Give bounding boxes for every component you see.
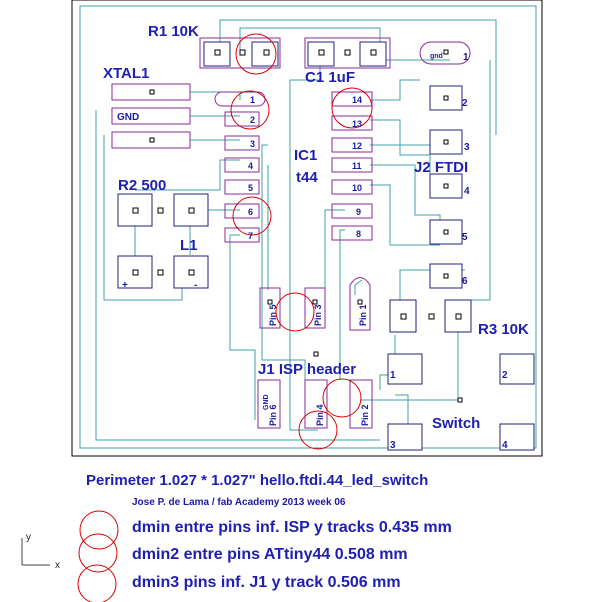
ic-pin-10: 10 bbox=[352, 183, 362, 193]
note-1: dmin entre pins inf. ISP y tracks 0.435 … bbox=[132, 519, 452, 536]
switch-pads bbox=[387, 353, 535, 451]
isp-pin-6: Pin 6 bbox=[268, 404, 278, 426]
ic-pin-8: 8 bbox=[356, 229, 361, 239]
ic-pin-14: 14 bbox=[352, 95, 362, 105]
ic-pin-5: 5 bbox=[248, 183, 253, 193]
clearance-rings bbox=[230, 33, 373, 450]
ftdi-pin-3: 3 bbox=[464, 142, 470, 153]
l1-footprint bbox=[117, 255, 209, 289]
switch-pin-2: 2 bbox=[502, 370, 508, 381]
ic1-left-pins bbox=[214, 91, 266, 243]
ftdi-pin-1: 1 bbox=[463, 52, 469, 63]
label-xtal: XTAL1 bbox=[103, 65, 149, 82]
label-r2: R2 500 bbox=[118, 177, 166, 194]
label-t44: t44 bbox=[296, 169, 318, 186]
ic-pin-11: 11 bbox=[352, 161, 362, 171]
ic-pin-9: 9 bbox=[356, 207, 361, 217]
author-text: Jose P. de Lama / fab Academy 2013 week … bbox=[132, 497, 346, 508]
isp-pin-1: Pin 1 bbox=[358, 304, 368, 326]
isp-pin-4: Pin 4 bbox=[315, 404, 325, 426]
ftdi-pin-2: 2 bbox=[462, 98, 468, 109]
r2-footprint bbox=[117, 193, 209, 227]
note-3: dmin3 pins inf. J1 y track 0.506 mm bbox=[132, 574, 401, 591]
note-ring-2 bbox=[78, 533, 118, 573]
isp-gnd-label: GND bbox=[263, 394, 270, 410]
ftdi-pin-6: 6 bbox=[462, 276, 468, 287]
label-gnd-small: gnd bbox=[430, 53, 443, 60]
label-l1: L1 bbox=[180, 237, 198, 254]
switch-pin-1: 1 bbox=[390, 370, 396, 381]
r3-footprint bbox=[389, 299, 472, 333]
ic-pin-12: 12 bbox=[352, 141, 362, 151]
label-plus: + bbox=[122, 280, 128, 291]
ic-pin-7: 7 bbox=[248, 231, 253, 241]
label-j1: J1 ISP header bbox=[258, 361, 356, 378]
ic-pin-4: 4 bbox=[248, 161, 253, 171]
axis-indicator: y x bbox=[21, 532, 60, 571]
axis-x-label: x bbox=[55, 560, 60, 571]
isp-pin-5: Pin 5 bbox=[268, 304, 278, 326]
label-switch: Switch bbox=[432, 415, 480, 432]
ftdi-pin-5: 5 bbox=[462, 232, 468, 243]
isp-pin-3: Pin 3 bbox=[313, 304, 323, 326]
board-outline bbox=[71, 0, 543, 457]
label-ic1: IC1 bbox=[294, 147, 317, 164]
perimeter-text: Perimeter 1.027 * 1.027" hello.ftdi.44_l… bbox=[86, 472, 428, 489]
note-2: dmin2 entre pins ATtiny44 0.508 mm bbox=[132, 546, 408, 563]
ic-pin-6: 6 bbox=[248, 207, 253, 217]
label-minus: - bbox=[194, 280, 197, 291]
note-ring-3 bbox=[77, 564, 117, 602]
label-gnd: GND bbox=[117, 112, 139, 123]
label-r3: R3 10K bbox=[478, 321, 529, 338]
xtal-footprint bbox=[111, 83, 191, 149]
axis-y-label: y bbox=[26, 532, 31, 543]
label-r1: R1 10K bbox=[148, 23, 199, 40]
isp-pin-2: Pin 2 bbox=[360, 404, 370, 426]
switch-pin-3: 3 bbox=[390, 440, 396, 451]
label-c1: C1 1uF bbox=[305, 69, 355, 86]
isp-top-pins bbox=[259, 277, 371, 331]
isp-bottom-pins bbox=[257, 351, 373, 429]
c1-footprint bbox=[304, 37, 391, 69]
note-ring-1 bbox=[79, 510, 119, 550]
ic-pin-13: 13 bbox=[352, 119, 362, 129]
switch-pin-4: 4 bbox=[502, 440, 508, 451]
label-j2-ftdi: J2 FTDI bbox=[414, 159, 468, 176]
ic-pin-1: 1 bbox=[250, 95, 255, 105]
ftdi-pin-4: 4 bbox=[464, 186, 470, 197]
ic-pin-3: 3 bbox=[250, 139, 255, 149]
r1-footprint bbox=[199, 37, 281, 69]
ic-pin-2: 2 bbox=[250, 115, 255, 125]
board-edge-trace bbox=[79, 5, 537, 449]
ic1-right-pins bbox=[331, 91, 373, 241]
ftdi-pads bbox=[419, 41, 471, 289]
